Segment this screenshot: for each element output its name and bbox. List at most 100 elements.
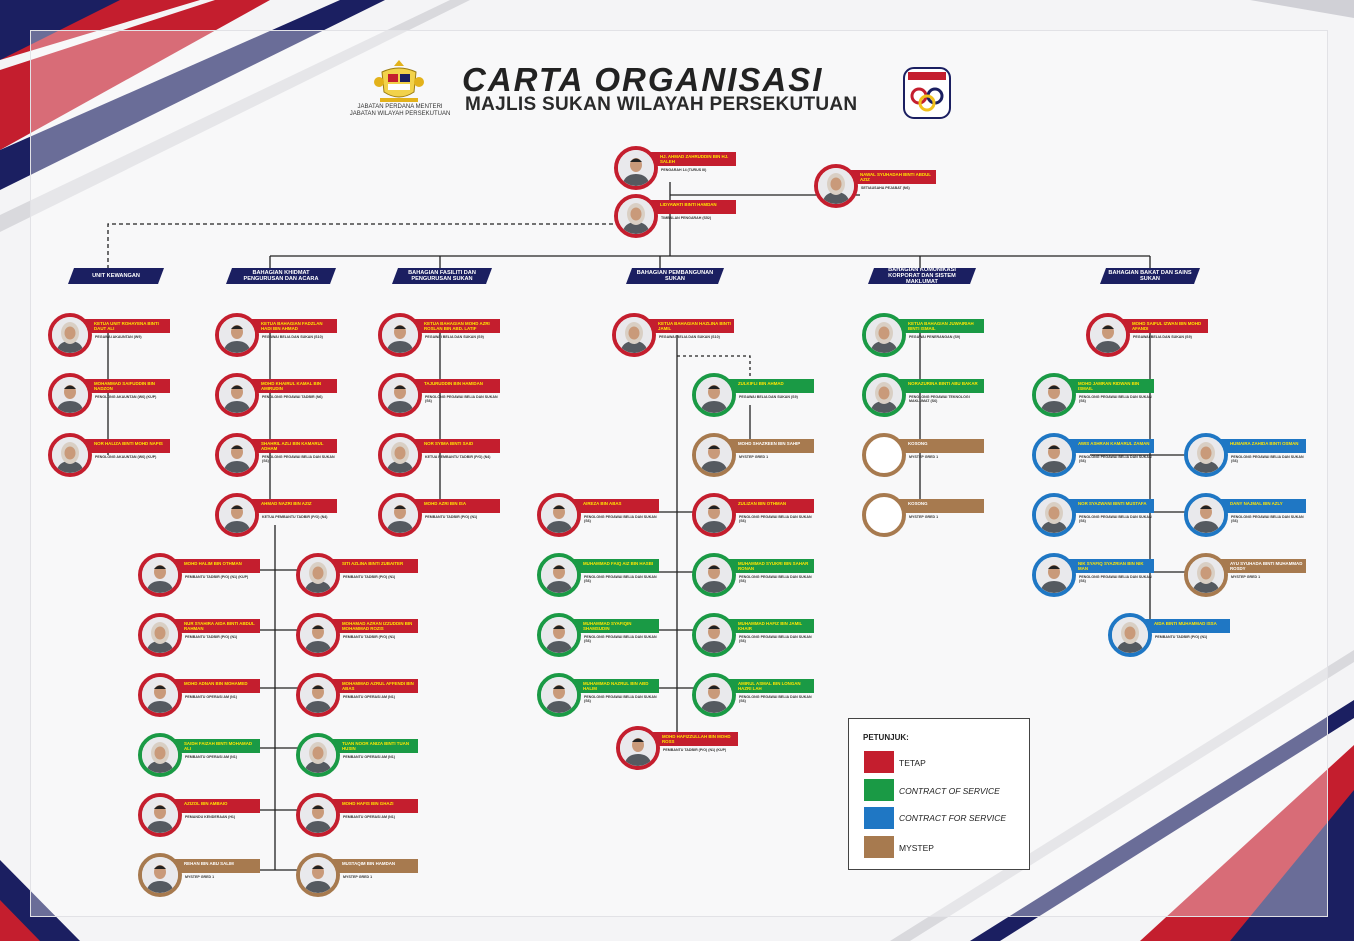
staff-position: MYSTEP GRED 1 bbox=[909, 515, 939, 519]
staff-position: PENOLONG PEGAWAI BELIA DAN SUKAN (S6) bbox=[584, 575, 657, 584]
staff-name: SAIDH FAIZAH BINTI MOHAMAD ALI bbox=[168, 739, 260, 753]
staff-position: TIMBALAN PENGARAH (S52) bbox=[661, 216, 712, 220]
crest-caption: JABATAN PERDANA MENTERI JABATAN WILAYAH … bbox=[340, 104, 460, 118]
staff-name: MOHAMAD AZRAN IZZUDDIN BIN MOHAMMAD ROZI… bbox=[326, 619, 418, 633]
staff-name: TUAN NOOR ANIZA BINTI TUAN HUSIN bbox=[326, 739, 418, 753]
staff-position: MYSTEP GRED 1 bbox=[185, 875, 215, 879]
legend-title: PETUNJUK: bbox=[863, 733, 909, 742]
staff-photo bbox=[614, 194, 658, 238]
staff-position: PENOLONG PEGAWAI BELIA DAN SUKAN (S6) bbox=[739, 635, 812, 644]
staff-position: PENOLONG PEGAWAI BELIA DAN SUKAN (S6) bbox=[1079, 455, 1152, 464]
department-header: BAHAGIAN BAKAT DAN SAINS SUKAN bbox=[1100, 268, 1200, 284]
staff-photo bbox=[138, 613, 182, 657]
staff-name: SHAHRIL AZLI BIN KAMARUL ADHAM bbox=[245, 439, 337, 453]
staff-position: PENOLONG PEGAWAI BELIA DAN SUKAN (S6) bbox=[425, 395, 498, 404]
staff-photo bbox=[296, 853, 340, 897]
staff-name: MOHD KHAIRUL KAMAL BIN AMIRUDIN bbox=[245, 379, 337, 393]
staff-position: PEGAWAI BELIA DAN SUKAN (S10) bbox=[262, 335, 323, 339]
staff-position: PEMBANTU TADBIR (P/O) (N1) bbox=[185, 635, 238, 639]
staff-card: NORAZURINA BINTI ABU BAKAR PENOLONG PEGAW… bbox=[862, 373, 984, 417]
staff-position: PENOLONG PEGAWAI BELIA DAN SUKAN (S6) bbox=[739, 575, 812, 584]
legend-label-tetap: TETAP bbox=[899, 758, 926, 768]
staff-photo bbox=[616, 726, 660, 770]
staff-photo bbox=[537, 673, 581, 717]
staff-photo bbox=[215, 493, 259, 537]
staff-photo bbox=[138, 853, 182, 897]
vacant-photo-placeholder bbox=[862, 433, 906, 477]
staff-photo bbox=[215, 433, 259, 477]
legend-label-contract-of-service: CONTRACT OF SERVICE bbox=[899, 786, 1000, 796]
staff-position: PENOLONG PEGAWAI BELIA DAN SUKAN (S6) bbox=[1079, 515, 1152, 524]
staff-position: PEGAWAI PENERANGAN (S9) bbox=[909, 335, 961, 339]
staff-photo bbox=[296, 793, 340, 837]
staff-card: LIDYAWATI BINTI HAMDAN TIMBALAN PENGARAH … bbox=[614, 194, 736, 238]
crest-caption-line2: JABATAN WILAYAH PERSEKUTUAN bbox=[349, 111, 451, 117]
staff-position: PEMBANTU OPERASI AM (N1) bbox=[343, 755, 395, 759]
crest-caption-line1: JABATAN PERDANA MENTERI bbox=[357, 104, 443, 110]
staff-name: AIREZA BIN ABAS bbox=[567, 499, 659, 513]
staff-position: PENGARAH 14 (TURUS III) bbox=[661, 168, 707, 172]
staff-photo bbox=[862, 373, 906, 417]
staff-position: PENOLONG PEGAWAI BELIA DAN SUKAN (S6) bbox=[584, 695, 657, 704]
staff-photo bbox=[138, 553, 182, 597]
staff-position: PEMBANTU TADBIR (P/O) (N1) bbox=[343, 635, 396, 639]
staff-name: AZIZOL BIN AMBAIO bbox=[168, 799, 260, 813]
staff-name: MOHD SHAZREEN BIN SAHIP bbox=[722, 439, 814, 453]
staff-name: NIK SYAFIQ SYAZRIAN BIN NIK MAN bbox=[1062, 559, 1154, 573]
legend-swatch-mystep bbox=[864, 836, 894, 858]
legend-label-mystep: MYSTEP bbox=[899, 843, 934, 853]
staff-position: PENOLONG PEGAWAI TEKNOLOGI MAKLUMAT (S6) bbox=[909, 395, 970, 404]
staff-card: NIK SYAFIQ SYAZRIAN BIN NIK MAN PENOLONG … bbox=[1032, 553, 1154, 597]
staff-photo bbox=[378, 433, 422, 477]
staff-photo bbox=[537, 493, 581, 537]
staff-photo bbox=[215, 313, 259, 357]
staff-photo bbox=[138, 793, 182, 837]
staff-name: KOSONG bbox=[892, 439, 984, 453]
staff-card: KETUA BAHAGIAN MOHD AZRI ROSLAN BIN ABD.… bbox=[378, 313, 500, 357]
staff-photo bbox=[692, 493, 736, 537]
staff-position: MYSTEP GRED 1 bbox=[739, 455, 769, 459]
staff-photo bbox=[296, 733, 340, 777]
staff-name: LIDYAWATI BINTI HAMDAN bbox=[644, 200, 736, 214]
staff-card: KOSONG MYSTEP GRED 1 bbox=[862, 493, 984, 537]
staff-position: PEGAWAI BELIA DAN SUKAN (S9) bbox=[425, 335, 484, 339]
staff-photo bbox=[296, 553, 340, 597]
staff-photo bbox=[1184, 493, 1228, 537]
legend-box: PETUNJUK: TETAP CONTRACT OF SERVICE CONT… bbox=[848, 718, 1030, 870]
staff-photo bbox=[1184, 433, 1228, 477]
staff-name: KOSONG bbox=[892, 499, 984, 513]
staff-photo bbox=[48, 313, 92, 357]
staff-name: MUHAMMAD HAFIZ BIN JAMIL KHAIR bbox=[722, 619, 814, 633]
staff-position: PENOLONG AKAUNTAN (W6) (KUP) bbox=[95, 455, 157, 459]
staff-name: NORAZURINA BINTI ABU BAKAR bbox=[892, 379, 984, 393]
staff-photo bbox=[862, 313, 906, 357]
staff-position: PENOLONG PEGAWAI TADBIR (N6) bbox=[262, 395, 323, 399]
staff-position: KETUA PEMBANTU TADBIR (P/O) (N4) bbox=[262, 515, 328, 519]
staff-position: PENOLONG PEGAWAI BELIA DAN SUKAN (S6) bbox=[1079, 575, 1152, 584]
staff-position: KETUA PEMBANTU TADBIR (P/O) (N4) bbox=[425, 455, 491, 459]
staff-name: MOHAMMAD AZRUL AFFENDI BIN ABAS bbox=[326, 679, 418, 693]
jata-negara-crest-icon bbox=[374, 60, 424, 102]
staff-photo bbox=[296, 613, 340, 657]
staff-name: NAWAL SYUHADAH BINTI ABDUL AZIZ bbox=[844, 170, 936, 184]
staff-name: AIDA BINTI MUHAMMAD ISSA bbox=[1138, 619, 1230, 633]
staff-name: ZULIZAN BIN OTHMAN bbox=[722, 499, 814, 513]
staff-photo bbox=[1032, 553, 1076, 597]
staff-name: NUR SYAHIRA AIDA BINTI ABDUL RAHMAN bbox=[168, 619, 260, 633]
staff-photo bbox=[378, 493, 422, 537]
staff-name: NOR SYAZWANI BINTI MUSTAFA bbox=[1062, 499, 1154, 513]
staff-photo bbox=[215, 373, 259, 417]
